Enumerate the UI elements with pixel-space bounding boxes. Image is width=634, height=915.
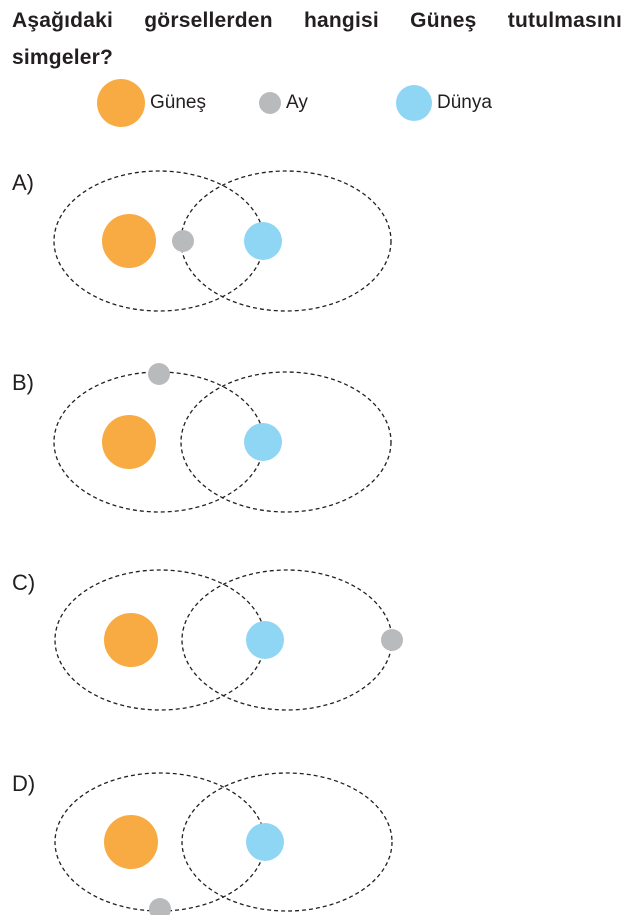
earth-icon — [244, 423, 282, 461]
option-d-label[interactable]: D) — [12, 771, 36, 796]
moon-icon — [172, 230, 194, 252]
question-text: Aşağıdaki görsellerden hangisi Güneş tut… — [12, 9, 622, 69]
earth-orbit — [180, 170, 392, 312]
legend-moon-icon — [259, 92, 281, 114]
legend-earth-label: Dünya — [437, 92, 492, 113]
legend-sun-label: Güneş — [150, 92, 206, 113]
moon-icon — [381, 629, 403, 651]
option-a-label[interactable]: A) — [12, 170, 34, 195]
option-c-label[interactable]: C) — [12, 570, 36, 595]
sun-orbit — [54, 772, 266, 912]
moon-icon — [149, 898, 171, 915]
option-a-diagram[interactable] — [53, 170, 392, 312]
sun-icon — [102, 214, 156, 268]
sun-orbit — [54, 569, 266, 711]
earth-icon — [244, 222, 282, 260]
earth-orbit — [181, 569, 393, 711]
sun-icon — [102, 415, 156, 469]
option-b-diagram[interactable] — [53, 363, 392, 513]
option-b-label[interactable]: B) — [12, 370, 34, 395]
moon-icon — [148, 363, 170, 385]
sun-icon — [104, 613, 158, 667]
sun-orbit — [53, 371, 265, 513]
earth-orbit — [181, 772, 393, 912]
sun-orbit — [53, 170, 265, 312]
option-d-diagram[interactable] — [54, 772, 393, 915]
earth-icon — [246, 621, 284, 659]
earth-icon — [246, 823, 284, 861]
legend-moon-label: Ay — [286, 92, 308, 113]
legend-sun-icon — [97, 79, 145, 127]
sun-icon — [104, 815, 158, 869]
earth-orbit — [180, 371, 392, 513]
legend-earth-icon — [396, 85, 432, 121]
option-c-diagram[interactable] — [54, 569, 403, 711]
